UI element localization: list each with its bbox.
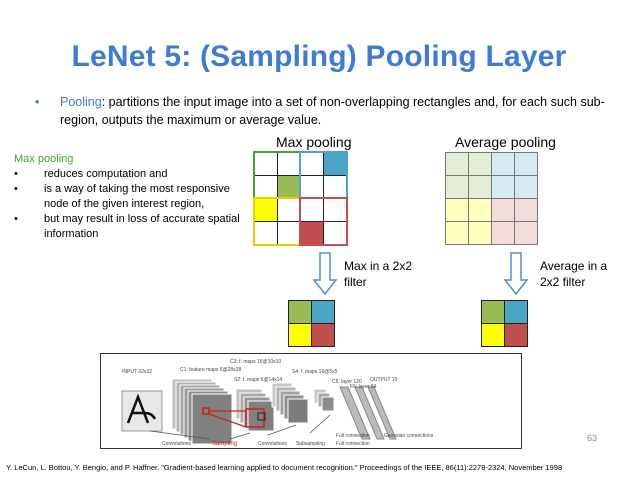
label-full-connection: Full connection: [336, 441, 370, 447]
c3-feature-maps: [287, 398, 309, 424]
grid-cell-cyan: [311, 300, 335, 324]
grid-cell: [445, 198, 469, 222]
side-item: reduces computation and: [12, 167, 242, 182]
grid-cell: [445, 175, 469, 199]
slide-title: LeNet 5: (Sampling) Pooling Layer: [71, 40, 567, 73]
s4-feature-maps: [321, 396, 335, 412]
grid-cell-yellow: [288, 323, 312, 347]
label-s2: S2: f. maps 6@14x14: [234, 377, 282, 383]
average-pooling-input-grid: [445, 152, 538, 245]
f6-layer: [354, 386, 385, 440]
label-f6: F6: layer 84: [350, 384, 377, 390]
side-heading: Max pooling: [14, 153, 74, 165]
grid-cell: [514, 198, 538, 222]
page-number: 63: [587, 433, 598, 443]
output-layer: [367, 386, 397, 440]
region-outline-green: [253, 151, 301, 199]
grid-cell: [468, 175, 492, 199]
label-c3: C3: f. maps 16@10x10: [230, 359, 281, 365]
label-input: INPUT 32x32: [122, 369, 152, 375]
down-arrow-icon: [312, 252, 338, 296]
input-layer: [121, 390, 163, 432]
max-pooling-notes: Max pooling reduces computation and is a…: [12, 152, 242, 242]
grid-cell-max-red: [300, 221, 324, 245]
bullet-marker: •: [35, 95, 40, 109]
max-pooling-input-grid: [253, 151, 348, 246]
bullet-term: Pooling: [60, 95, 102, 109]
label-convolutions: Convolutions: [258, 441, 287, 447]
max-pooling-caption: Max pooling: [276, 134, 352, 150]
grid-cell-green: [288, 300, 312, 324]
label-convolutions: Convolutions: [162, 441, 191, 447]
max-filter-label: Max in a 2x2 filter: [344, 259, 413, 289]
label-c1: C1: feature maps 6@28x28: [180, 367, 241, 373]
region-outline-cyan: [299, 151, 348, 199]
grid-cell-red: [311, 323, 335, 347]
region-outline-red: [299, 197, 348, 246]
grid-cell-red: [504, 323, 528, 347]
label-full-connection: Full connection: [336, 433, 370, 439]
grid-cell: [491, 198, 515, 222]
grid-cell-cyan: [504, 300, 528, 324]
grid-cell: [468, 152, 492, 176]
c5-layer: [339, 386, 371, 440]
label-s4: S4: f. maps 16@5x5: [292, 369, 338, 375]
down-arrow-icon: [503, 252, 529, 296]
max-pooling-output-grid: [288, 300, 335, 347]
grid-cell: [491, 221, 515, 245]
pooling-bullet: • Pooling: partitions the input image in…: [35, 93, 615, 129]
label-gaussian-connections: Gaussian connections: [384, 433, 434, 439]
s2-feature-maps: [247, 400, 275, 432]
average-pooling-output-grid: [481, 300, 528, 347]
lenet5-architecture-diagram: INPUT 32x32 C1: feature maps 6@28x28 C3:…: [100, 353, 522, 449]
region-outline-yellow: [253, 197, 301, 246]
label-sampling: Sampling: [212, 441, 237, 447]
grid-cell-green: [481, 300, 505, 324]
grid-cell: [491, 175, 515, 199]
label-output: OUTPUT 10: [370, 377, 398, 383]
average-filter-label: Average in a 2x2 filter: [540, 259, 608, 289]
grid-cell: [491, 152, 515, 176]
grid-cell: [514, 152, 538, 176]
c1-feature-maps: [191, 393, 233, 445]
citation: Y. LeCun, L. Bottou, Y. Bengio, and P. H…: [6, 463, 563, 472]
side-item: but may result in loss of accurate spati…: [12, 212, 242, 242]
bullet-definition: : partitions the input image into a set …: [60, 95, 605, 127]
grid-cell: [468, 198, 492, 222]
grid-cell: [514, 175, 538, 199]
side-item: is a way of taking the most responsive n…: [12, 182, 242, 212]
grid-cell-max-cyan: [323, 152, 347, 176]
average-pooling-caption: Average pooling: [455, 134, 556, 150]
handwritten-a-glyph: [126, 393, 157, 424]
label-subsampling: Subsampling: [296, 441, 325, 447]
label-c5: C5: layer 120: [332, 379, 362, 385]
grid-cell: [468, 221, 492, 245]
grid-cell-yellow: [481, 323, 505, 347]
side-list: reduces computation and is a way of taki…: [12, 167, 242, 242]
bullet-text: Pooling: partitions the input image into…: [60, 93, 615, 129]
grid-cell: [514, 221, 538, 245]
grid-cell: [445, 221, 469, 245]
grid-cell: [445, 152, 469, 176]
